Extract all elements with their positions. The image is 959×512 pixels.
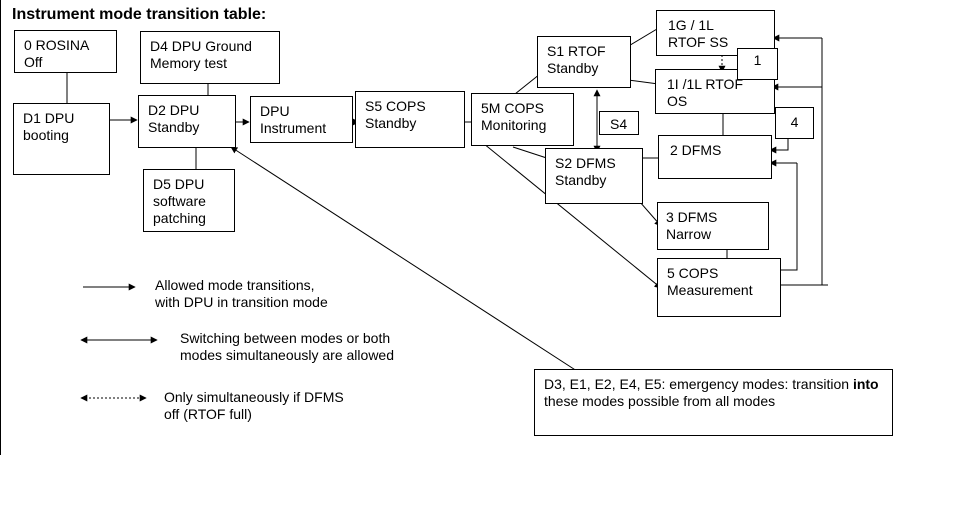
- mode-dfms-standby: S2 DFMS Standby: [545, 148, 643, 204]
- emergency-text-bold: into: [852, 376, 879, 392]
- mode-cops-standby: S5 COPS Standby: [355, 91, 465, 148]
- legend-allowed-text: Allowed mode transitions, with DPU in tr…: [155, 277, 328, 310]
- arrow-emergency-to-standby: [230, 146, 581, 374]
- mode-cops-measurement: 5 COPS Measurement: [657, 258, 781, 317]
- arrow-monitoring-to-cops-meas: [477, 138, 662, 289]
- label-s4: S4: [610, 116, 628, 132]
- mode-dfms: 2 DFMS: [658, 135, 772, 179]
- mode-dpu-booting: D1 DPU booting: [13, 103, 110, 175]
- mode-dpu-instrument: DPU Instrument: [250, 96, 353, 143]
- mode-dpu-ground-memory-test: D4 DPU Ground Memory test: [140, 31, 280, 84]
- emergency-text-before: D3, E1, E2, E4, E5: emergency modes: tra…: [544, 376, 853, 392]
- emergency-modes-note: D3, E1, E2, E4, E5: emergency modes: tra…: [534, 369, 893, 436]
- connector-box4-to-dfms: [769, 137, 789, 154]
- box-label-4: 4: [775, 107, 814, 139]
- mode-dpu-software-patching: D5 DPU software patching: [143, 169, 235, 232]
- box-s4-frame: [599, 111, 639, 135]
- mode-dfms-narrow: 3 DFMS Narrow: [657, 202, 769, 250]
- diagram-title: Instrument mode transition table:: [12, 6, 267, 23]
- legend-simultaneous-text: Only simultaneously if DFMS off (RTOF fu…: [164, 389, 344, 422]
- left-border-line: [0, 0, 1, 455]
- legend-switching-text: Switching between modes or both modes si…: [180, 330, 394, 363]
- emergency-text-after: these modes possible from all modes: [544, 393, 776, 409]
- mode-rtof-ss: 1G / 1L RTOF SS: [656, 10, 775, 56]
- mode-rtof-standby: S1 RTOF Standby: [537, 36, 631, 88]
- box-label-1: 1: [737, 48, 778, 80]
- connector-right-inner: [765, 163, 798, 274]
- mode-dpu-standby: D2 DPU Standby: [138, 95, 236, 148]
- mode-rosina-off: 0 ROSINA Off: [14, 30, 117, 73]
- mode-cops-monitoring: 5M COPS Monitoring: [471, 93, 574, 146]
